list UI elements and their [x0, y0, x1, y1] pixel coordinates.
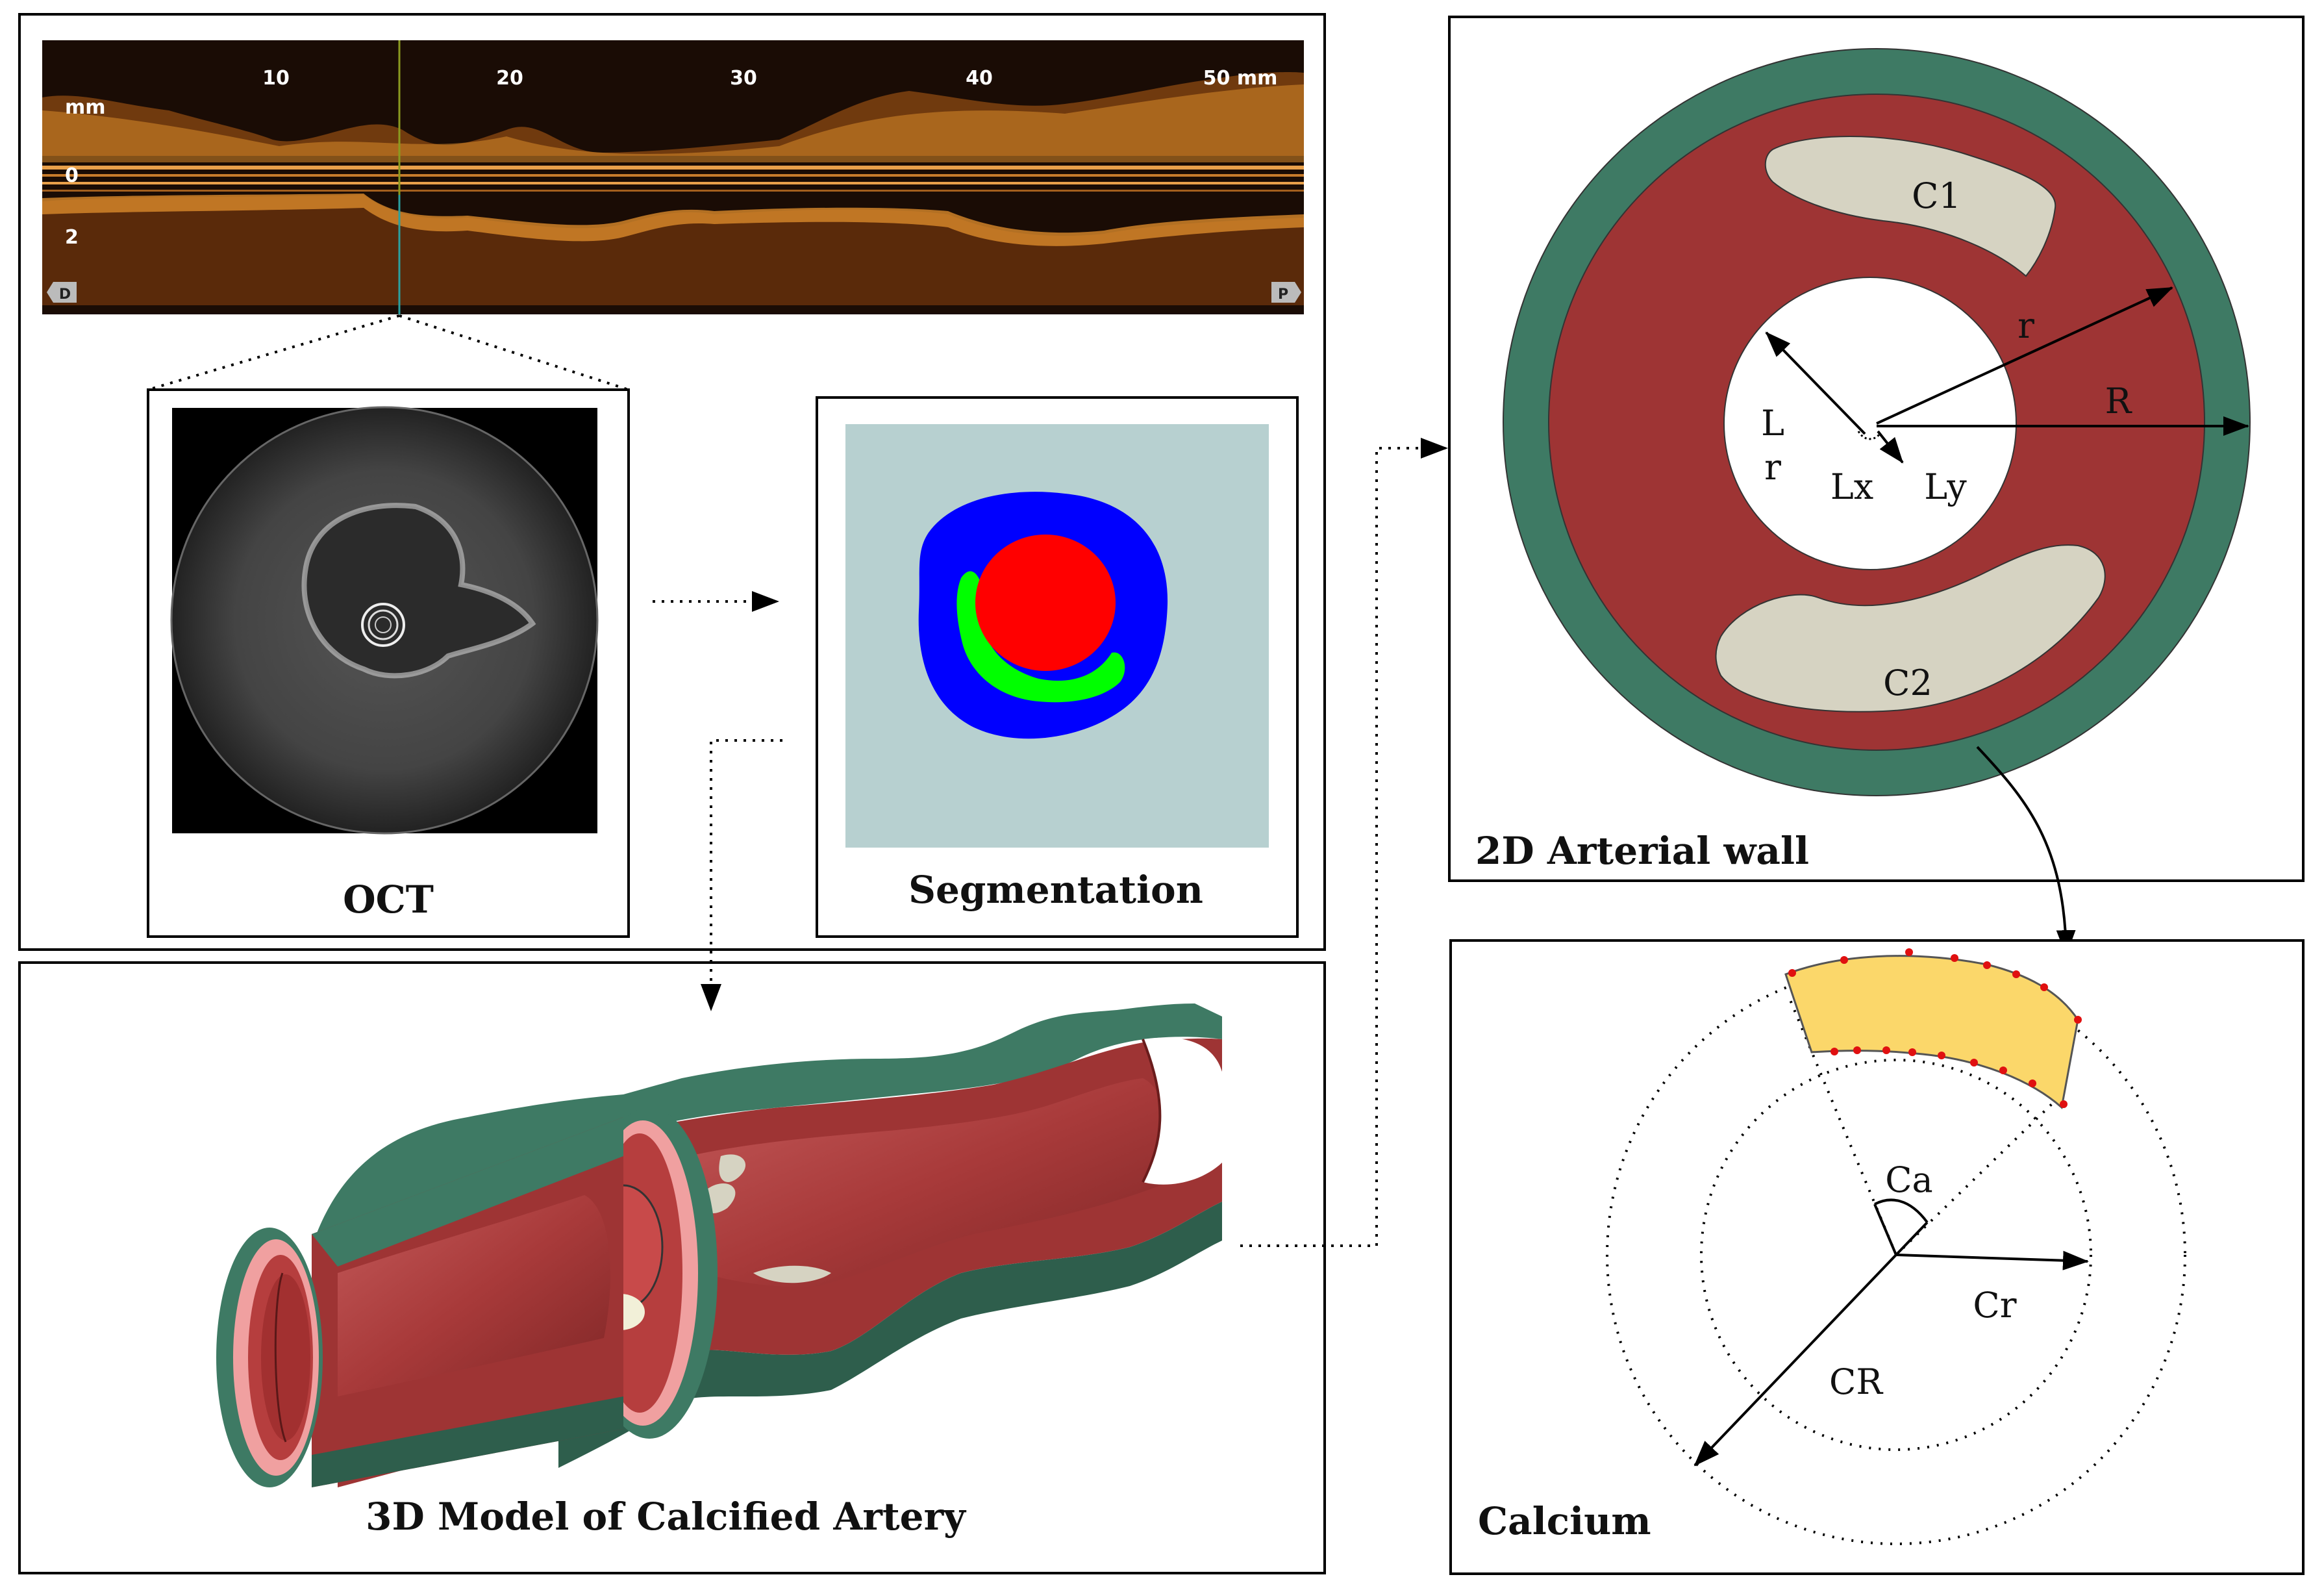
oct-longitudinal-view: 10 20 30 40 50 mm mm 0 2 D P [42, 40, 1304, 314]
oct-cross-section-panel: OCT [147, 388, 630, 938]
label-Ca: Ca [1885, 1159, 1933, 1200]
segmentation-caption: Segmentation [908, 868, 1203, 912]
label-Lr-L: L [1761, 403, 1784, 444]
oct-tick-10: 10 [262, 67, 290, 90]
arrow-Ly [1877, 430, 1904, 464]
arrow-c2-to-calcium [1976, 746, 2076, 956]
calcium-c2 [1715, 544, 2106, 713]
model3d-panel-frame [18, 961, 1326, 1574]
oct-tick-50: 50 mm [1203, 67, 1278, 90]
arrow-r [1876, 286, 2173, 425]
proximal-marker: P [1271, 282, 1301, 303]
label-R: R [2105, 381, 2132, 422]
label-Lr-r: r [1764, 447, 1781, 488]
distal-marker: D [47, 282, 77, 303]
wall2d-panel: C1 C2 r R L r Lx Ly 2D Arterial wall [1448, 16, 2305, 882]
angle-arc-Ca [1874, 1198, 1929, 1224]
segmentation-panel: Segmentation [816, 396, 1299, 938]
calcium-c1 [1764, 136, 2056, 277]
arrow-CR [1693, 1254, 1897, 1467]
oct-tick-40: 40 [966, 67, 993, 90]
svg-text:P: P [1278, 286, 1288, 303]
oct-caption: OCT [343, 877, 434, 922]
label-CR: CR [1829, 1361, 1883, 1402]
oct-depth-2: 2 [65, 226, 79, 249]
label-c2: C2 [1883, 662, 1932, 703]
top-left-panel-frame [18, 13, 1326, 951]
svg-text:D: D [59, 286, 71, 303]
oct-depth-0: 0 [65, 164, 79, 187]
oct-depth-unit: mm [65, 96, 106, 119]
label-Cr: Cr [1973, 1285, 2016, 1326]
arrow-segmentation-to-3d [701, 739, 782, 1011]
arrow-Cr [1895, 1250, 2089, 1270]
calcium-caption: Calcium [1478, 1499, 1651, 1543]
wall2d-caption: 2D Arterial wall [1475, 829, 1809, 873]
label-Ly: Ly [1924, 466, 1967, 507]
oct-tick-20: 20 [496, 67, 523, 90]
calcium-panel: Ca Cr CR Calcium [1449, 939, 2305, 1575]
oct-tick-30: 30 [730, 67, 757, 90]
model3d-artery: 3D Model of Calcified Artery [216, 1003, 1222, 1539]
label-c1: C1 [1912, 175, 1961, 216]
zoom-line-left [147, 314, 400, 391]
label-r: r [2018, 305, 2034, 346]
calcium-boundary-points [1788, 948, 2082, 1108]
model3d-caption: 3D Model of Calcified Artery [366, 1495, 967, 1539]
arrow-Lr [1765, 331, 1866, 435]
zoom-line-right [399, 314, 629, 391]
label-Lx: Lx [1830, 466, 1873, 507]
